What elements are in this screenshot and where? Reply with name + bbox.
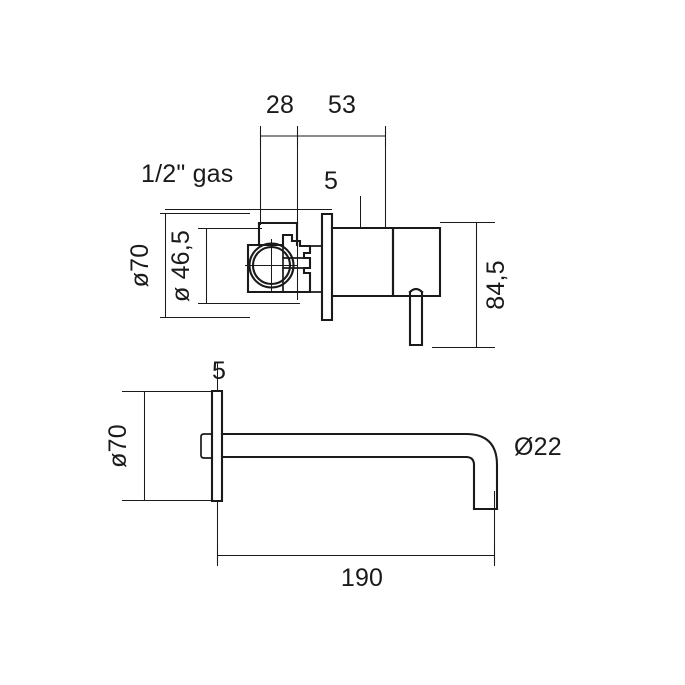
dim-label-half-inch-gas: 1/2" gas [141, 160, 233, 188]
dim-label-190-spout: 190 [341, 564, 383, 592]
dim-label-o465-valve: ø 46,5 [167, 230, 195, 302]
dim-label-5-valve-plate: 5 [324, 167, 338, 195]
dim-845-valve [432, 221, 495, 349]
dim-o70-valve [160, 212, 250, 319]
view-valve-assembly: 28 53 5 1/2" gas ø70 ø 46,5 [126, 91, 510, 349]
dim-o70-spout [122, 390, 216, 502]
dim-label-o70-spout: ø70 [104, 424, 132, 468]
dim-label-845-valve: 84,5 [482, 260, 510, 309]
view-spout-assembly: 5 ø70 Ø22 190 [104, 357, 562, 592]
dim-label-5-spout-plate: 5 [212, 357, 226, 385]
dim-o465-valve [198, 227, 300, 305]
dim-label-o22-spout: Ø22 [514, 433, 562, 461]
dim-28-53 [259, 126, 387, 146]
dim-label-53: 53 [328, 91, 356, 119]
dim-label-28: 28 [266, 91, 294, 119]
dim-label-o70-valve: ø70 [126, 244, 154, 288]
dim-190-spout [216, 491, 496, 566]
